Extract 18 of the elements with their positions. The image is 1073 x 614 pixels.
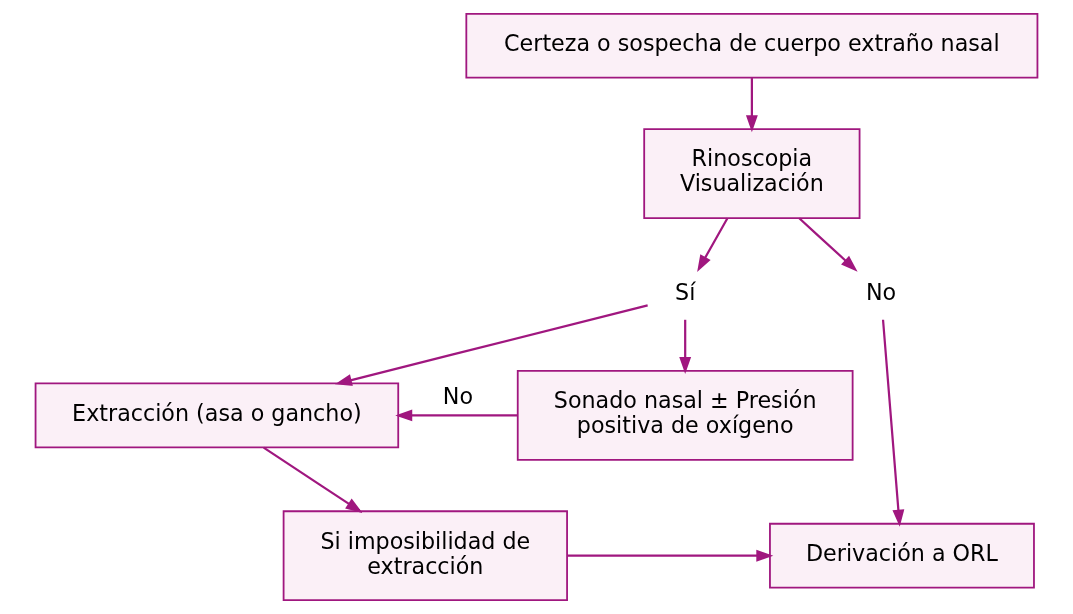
arrow [335,304,648,386]
node-text: Sí [675,278,696,305]
node-box: Derivación a ORL [769,522,1035,589]
arrow [798,217,858,272]
arrow [263,446,363,513]
node-box: Rinoscopia Visualización [643,128,861,219]
arrow [395,409,518,422]
arrow [697,217,729,272]
arrow [745,78,758,133]
node-text: No [866,278,897,305]
node-box: Certeza o sospecha de cuerpo extraño nasal [465,12,1039,79]
arrow [881,319,905,527]
node-box: Extracción (asa o gancho) [34,382,400,449]
node-box: Si imposibilidad de extracción [282,510,568,602]
node-box: Sonado nasal ± Presión positiva de oxígeno [516,370,854,461]
arrow [679,319,692,374]
edge-label: No [442,382,474,409]
arrow [567,549,774,562]
